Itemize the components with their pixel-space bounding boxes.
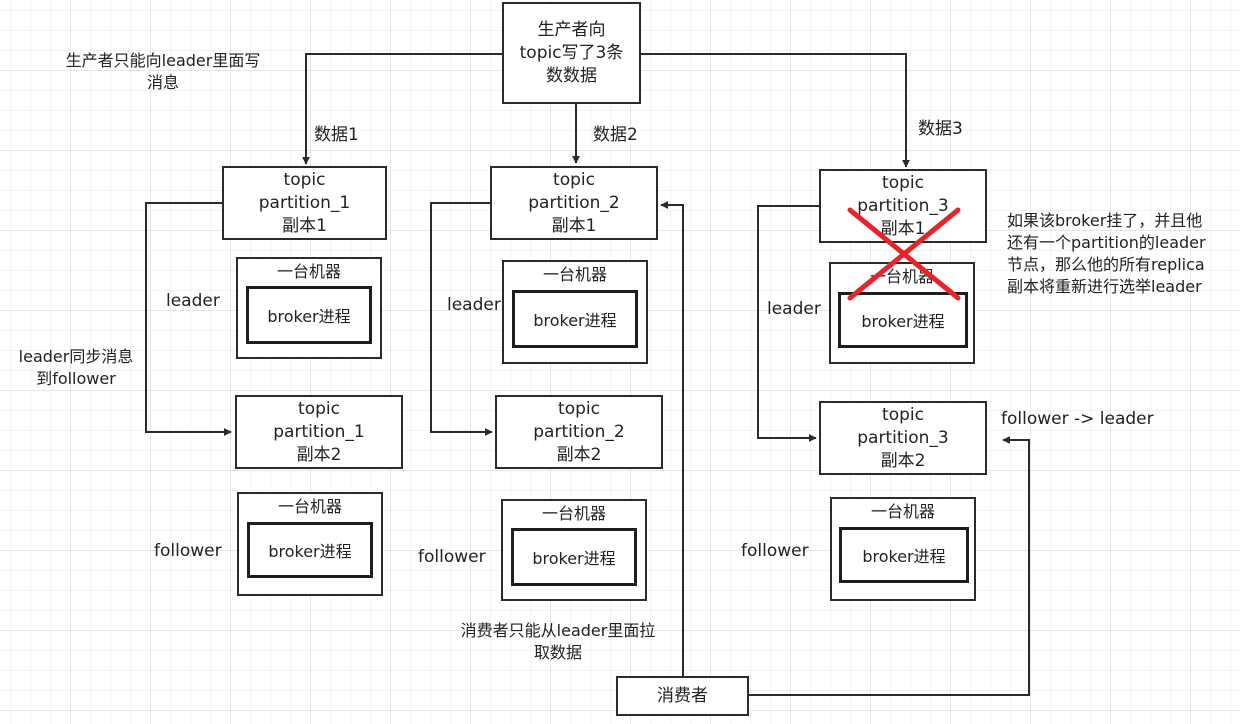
failover-note-line2: 还有一个partition的leader xyxy=(1007,233,1206,252)
replica-index: 副本1 xyxy=(282,215,327,236)
machine-label: 一台机器 xyxy=(277,497,342,516)
partition1-leader-replica: topic partition_1 副本1 xyxy=(222,166,387,240)
producer-note: 生产者只能向leader里面写 消息 xyxy=(48,50,278,94)
replica-topic: topic xyxy=(298,398,340,419)
replica-topic: topic xyxy=(558,398,600,419)
replica-topic: topic xyxy=(283,169,326,190)
replica-topic: topic xyxy=(553,169,595,190)
data1-label: 数据1 xyxy=(314,125,359,145)
consume-arrow xyxy=(660,201,684,678)
partition3-leader-replica: topic partition_3 副本1 xyxy=(819,169,987,243)
replica-index: 副本1 xyxy=(551,215,597,236)
machine-3-leader: 一台机器 broker进程 xyxy=(829,262,975,364)
replica-index: 副本1 xyxy=(880,218,926,239)
consumer-note: 消费者只能从leader里面拉 取数据 xyxy=(440,620,676,664)
leader-role-label-2: leader xyxy=(447,295,501,315)
failover-note-line4: 副本将重新进行选举leader xyxy=(1007,277,1202,296)
replica-partition: partition_2 xyxy=(528,192,620,213)
leader-role-label-3: leader xyxy=(767,299,821,319)
machine-1-follower: 一台机器 broker进程 xyxy=(237,492,383,596)
replica-topic: topic xyxy=(882,172,924,193)
failure-cross-icon xyxy=(847,207,961,301)
failover-note-line3: 节点，那么他的所有replica xyxy=(1007,255,1205,274)
sync-arrow-2 xyxy=(430,202,493,436)
machine-label: 一台机器 xyxy=(541,504,606,523)
consumer-note-line2: 取数据 xyxy=(533,643,582,662)
arrow-data1 xyxy=(302,53,502,165)
sync-note-line2: 到follower xyxy=(36,369,116,388)
machine-label: 一台机器 xyxy=(542,265,607,284)
producer-note-line1: 生产者只能向leader里面写 xyxy=(65,51,261,70)
machine-1-leader: 一台机器 broker进程 xyxy=(236,257,382,359)
machine-label: 一台机器 xyxy=(276,262,341,281)
replica-partition: partition_2 xyxy=(533,421,625,442)
producer-note-line2: 消息 xyxy=(146,73,179,92)
machine-2-follower: 一台机器 broker进程 xyxy=(501,499,647,601)
machine-3-follower: 一台机器 broker进程 xyxy=(830,497,976,601)
replica-partition: partition_1 xyxy=(258,192,351,213)
follower-role-label-2: follower xyxy=(418,547,486,567)
replica-index: 副本2 xyxy=(296,444,342,465)
leader-role-label-1: leader xyxy=(166,291,220,311)
failover-note-line1: 如果该broker挂了，并且他 xyxy=(1007,211,1203,230)
broker-process: broker进程 xyxy=(511,528,637,586)
producer-box: 生产者向 topic写了3条 数数据 xyxy=(502,2,641,104)
promote-label: follower -> leader xyxy=(1001,409,1154,429)
producer-line3: 数数据 xyxy=(546,65,597,86)
machine-label: 一台机器 xyxy=(870,502,935,521)
broker-process: broker进程 xyxy=(246,286,372,344)
sync-note-line1: leader同步消息 xyxy=(18,347,134,366)
producer-line2: topic写了3条 xyxy=(519,42,624,63)
machine-2-leader: 一台机器 broker进程 xyxy=(502,260,648,364)
replica-partition: partition_3 xyxy=(857,195,949,216)
consumer-box: 消费者 xyxy=(616,676,749,716)
follower-role-label-3: follower xyxy=(741,541,809,561)
partition1-follower-replica: topic partition_1 副本2 xyxy=(235,395,403,469)
sync-arrow-3 xyxy=(757,205,819,442)
broker-process: broker进程 xyxy=(838,292,968,348)
arrow-data3 xyxy=(641,53,910,168)
replica-index: 副本2 xyxy=(556,444,602,465)
replica-partition: partition_3 xyxy=(857,427,949,448)
broker-process: broker进程 xyxy=(247,522,373,578)
replica-index: 副本2 xyxy=(880,450,926,471)
consumer-label: 消费者 xyxy=(657,685,708,706)
broker-process: broker进程 xyxy=(512,290,638,348)
consumer-note-line1: 消费者只能从leader里面拉 xyxy=(460,621,656,640)
sync-note: leader同步消息 到follower xyxy=(8,346,144,390)
replica-partition: partition_1 xyxy=(273,421,365,442)
data3-label: 数据3 xyxy=(918,119,963,139)
sync-arrow-1 xyxy=(145,202,232,436)
partition2-follower-replica: topic partition_2 副本2 xyxy=(495,395,663,469)
data2-label: 数据2 xyxy=(593,125,638,145)
producer-line1: 生产者向 xyxy=(537,19,606,40)
partition2-leader-replica: topic partition_2 副本1 xyxy=(490,166,658,240)
failover-note: 如果该broker挂了，并且他 还有一个partition的leader 节点，… xyxy=(1007,210,1206,298)
replica-topic: topic xyxy=(882,404,924,425)
promote-arrow xyxy=(749,436,1030,696)
broker-process: broker进程 xyxy=(839,527,969,583)
partition3-follower-replica: topic partition_3 副本2 xyxy=(819,401,987,475)
follower-role-label-1: follower xyxy=(154,541,222,561)
